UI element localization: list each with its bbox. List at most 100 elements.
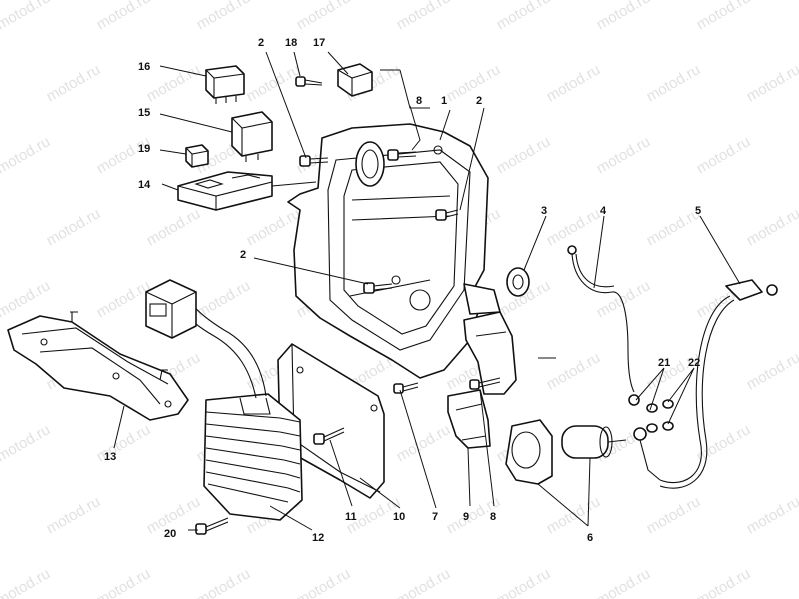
callout-10: 10 bbox=[393, 511, 405, 523]
callout-21: 21 bbox=[658, 357, 670, 369]
watermark-text: motod.ru bbox=[394, 565, 454, 599]
watermark-text: motod.ru bbox=[294, 0, 354, 33]
callout-labels: 1 2 2 2 3 4 5 6 7 8 8 9 10 11 12 13 14 1… bbox=[104, 37, 701, 544]
callout-14: 14 bbox=[138, 179, 151, 191]
watermark-text: motod.ru bbox=[94, 133, 154, 177]
watermark-text: motod.ru bbox=[444, 61, 504, 105]
watermark-text: motod.ru bbox=[544, 349, 604, 393]
watermark-text: motod.ru bbox=[494, 0, 554, 33]
watermark-text: motod.ru bbox=[744, 493, 799, 537]
screw-2-lower bbox=[363, 282, 393, 294]
watermark-text: motod.ru bbox=[0, 277, 53, 321]
watermark-text: motod.ru bbox=[694, 0, 754, 33]
watermark-text: motod.ru bbox=[594, 277, 654, 321]
watermark-text: motod.ru bbox=[544, 205, 604, 249]
callout-8b: 8 bbox=[490, 511, 496, 523]
watermark-text: motod.ru bbox=[94, 565, 154, 599]
callout-3: 3 bbox=[541, 205, 547, 217]
bracket-9 bbox=[447, 389, 491, 449]
watermark-text: motod.ru bbox=[0, 565, 53, 599]
watermark-text: motod.ru bbox=[694, 565, 754, 599]
watermark-text: motod.ru bbox=[0, 61, 3, 105]
watermark-text: motod.ru bbox=[594, 565, 654, 599]
starter-relay-6 bbox=[505, 419, 627, 485]
watermark-text: motod.ru bbox=[494, 133, 554, 177]
callout-22: 22 bbox=[688, 357, 700, 369]
watermark-text: motod.ru bbox=[294, 565, 354, 599]
watermark-text: motod.ru bbox=[744, 61, 799, 105]
watermark-text: motod.ru bbox=[44, 493, 104, 537]
callout-9: 9 bbox=[463, 511, 469, 523]
watermark-text: motod.ru bbox=[544, 493, 604, 537]
watermark-text: motod.ru bbox=[494, 565, 554, 599]
leader-lines bbox=[113, 51, 741, 531]
battery-cable-5 bbox=[633, 279, 778, 489]
watermark-text: motod.ru bbox=[644, 349, 704, 393]
callout-8a: 8 bbox=[416, 95, 422, 107]
callout-2c: 2 bbox=[240, 249, 246, 261]
watermark-text: motod.ru bbox=[394, 0, 454, 33]
callout-18: 18 bbox=[285, 37, 297, 49]
watermark-text: motod.ru bbox=[0, 493, 3, 537]
screw-11 bbox=[313, 427, 345, 445]
callout-7: 7 bbox=[432, 511, 438, 523]
callout-19: 19 bbox=[138, 143, 150, 155]
watermark-text: motod.ru bbox=[0, 0, 53, 33]
relay-16 bbox=[205, 65, 245, 104]
callout-20: 20 bbox=[164, 528, 176, 540]
watermark-text: motod.ru bbox=[694, 421, 754, 465]
watermark-text: motod.ru bbox=[144, 61, 204, 105]
callout-2a: 2 bbox=[258, 37, 264, 49]
plate-10 bbox=[277, 343, 385, 499]
watermark-text: motod.ru bbox=[0, 133, 53, 177]
watermark-text: motod.ru bbox=[0, 205, 3, 249]
watermark-text: motod.ru bbox=[44, 205, 104, 249]
side-bracket bbox=[463, 311, 517, 395]
watermark-text: motod.ru bbox=[94, 0, 154, 33]
watermark-text: motod.ru bbox=[0, 349, 3, 393]
callout-13: 13 bbox=[104, 451, 116, 463]
watermark-text: motod.ru bbox=[644, 61, 704, 105]
watermark-text: motod.ru bbox=[244, 61, 304, 105]
ground-cable-4 bbox=[567, 245, 640, 406]
watermark-text: motod.ru bbox=[194, 565, 254, 599]
watermark-text: motod.ru bbox=[194, 0, 254, 33]
callout-17: 17 bbox=[313, 37, 325, 49]
relay-holder-14 bbox=[177, 171, 273, 211]
watermark-text: motod.ru bbox=[44, 61, 104, 105]
washers-21-22 bbox=[646, 399, 674, 433]
screw-8-upper bbox=[387, 149, 417, 161]
watermark-text: motod.ru bbox=[744, 349, 799, 393]
watermark-text: motod.ru bbox=[544, 61, 604, 105]
callout-15: 15 bbox=[138, 107, 150, 119]
watermark-text: motod.ru bbox=[94, 277, 154, 321]
watermark-text: motod.ru bbox=[594, 0, 654, 33]
screw-7 bbox=[393, 382, 419, 394]
callout-2b: 2 bbox=[476, 95, 482, 107]
watermark-text: motod.ru bbox=[694, 133, 754, 177]
watermark-text: motod.ru bbox=[594, 133, 654, 177]
relay-19 bbox=[185, 144, 209, 168]
regulator-12 bbox=[203, 393, 303, 521]
watermark-text: motod.ru bbox=[744, 205, 799, 249]
callout-12: 12 bbox=[312, 532, 324, 544]
watermark-text: motod.ru bbox=[644, 493, 704, 537]
plate-13 bbox=[7, 311, 189, 421]
watermark-text: motod.ru bbox=[144, 205, 204, 249]
screw-8-lower bbox=[469, 377, 501, 390]
relay-15 bbox=[231, 111, 273, 162]
screw-20 bbox=[195, 517, 229, 535]
regulator-cable bbox=[145, 279, 267, 399]
watermark-text: motod.ru bbox=[94, 421, 154, 465]
callout-4: 4 bbox=[600, 205, 607, 217]
watermark-text: motod.ru bbox=[0, 421, 53, 465]
grommet-3 bbox=[506, 267, 530, 297]
watermark-text: motod.ru bbox=[394, 421, 454, 465]
callout-11: 11 bbox=[345, 511, 357, 523]
callout-6: 6 bbox=[587, 532, 593, 544]
screw-2-right bbox=[435, 209, 459, 221]
screw-18 bbox=[295, 76, 323, 87]
callout-1: 1 bbox=[441, 95, 447, 107]
callout-16: 16 bbox=[138, 61, 150, 73]
